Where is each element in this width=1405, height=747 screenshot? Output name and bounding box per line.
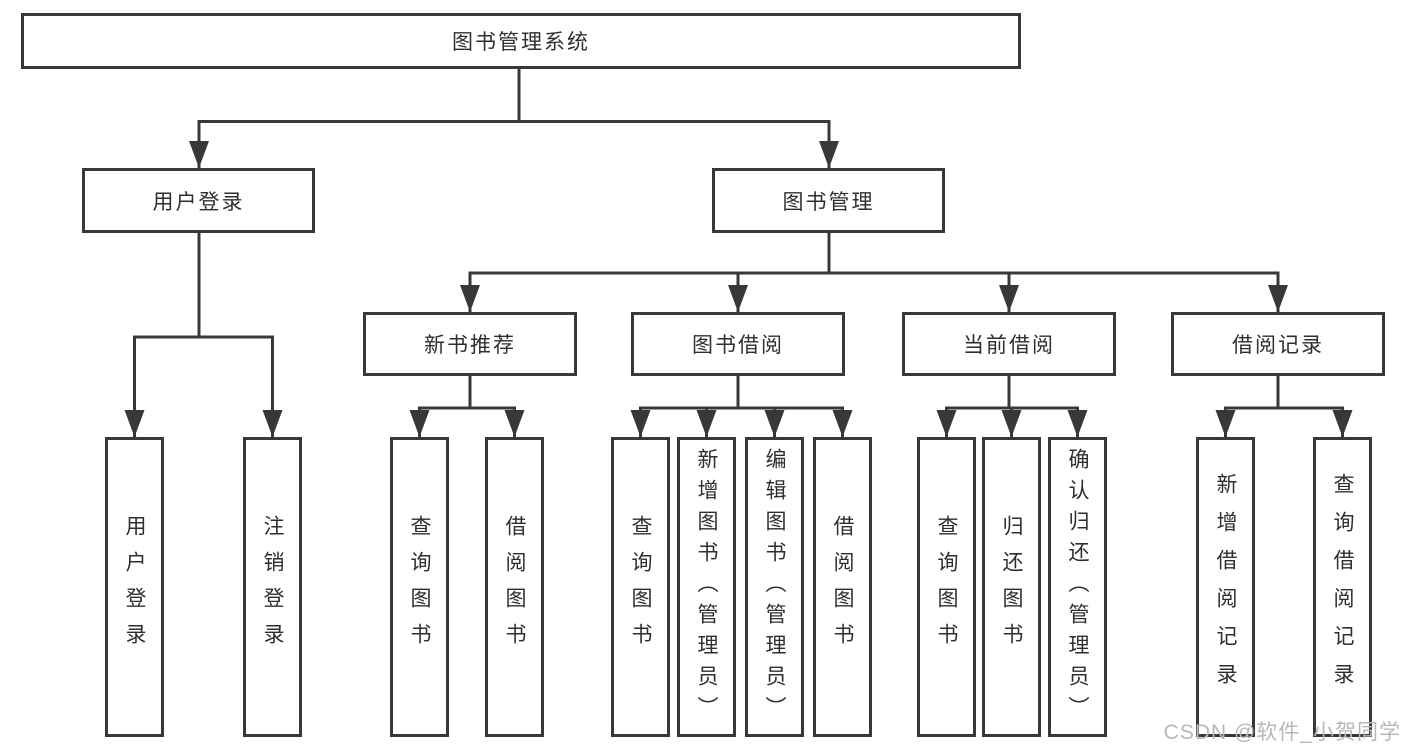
- node-book-management-label: 图书管理: [782, 190, 875, 214]
- leaf-recommend-query-books-label: 查询图书: [408, 515, 431, 659]
- node-root: 图书管理系统: [21, 13, 1021, 69]
- leaf-confirm-return-admin: 确认归还（管理员）: [1048, 437, 1107, 737]
- leaf-edit-book-admin: 编辑图书（管理员）: [745, 437, 804, 737]
- leaf-add-borrow-record-label: 新增借阅记录: [1214, 473, 1237, 701]
- leaf-user-login-label: 用户登录: [123, 515, 146, 659]
- leaf-recommend-query-books: 查询图书: [390, 437, 449, 737]
- leaf-borrow-borrow-books-label: 借阅图书: [831, 515, 854, 659]
- leaf-logout-label: 注销登录: [261, 515, 284, 659]
- leaf-query-borrow-record-label: 查询借阅记录: [1331, 473, 1354, 701]
- node-new-book-recommend: 新书推荐: [363, 312, 577, 376]
- leaf-borrow-borrow-books: 借阅图书: [813, 437, 872, 737]
- node-user-login: 用户登录: [82, 168, 315, 233]
- connector-path: [133, 69, 1344, 437]
- leaf-current-query-books-label: 查询图书: [935, 515, 958, 659]
- node-borrow-records: 借阅记录: [1171, 312, 1385, 376]
- leaf-confirm-return-admin-label: 确认归还（管理员）: [1066, 447, 1089, 727]
- node-root-label: 图书管理系统: [452, 31, 590, 54]
- leaf-recommend-borrow-books-label: 借阅图书: [503, 515, 526, 659]
- node-book-borrow: 图书借阅: [631, 312, 845, 376]
- node-book-borrow-label: 图书借阅: [692, 334, 784, 357]
- leaf-user-login: 用户登录: [105, 437, 164, 737]
- node-current-borrow-label: 当前借阅: [963, 334, 1055, 357]
- node-borrow-records-label: 借阅记录: [1232, 334, 1324, 357]
- leaf-logout: 注销登录: [243, 437, 302, 737]
- node-current-borrow: 当前借阅: [902, 312, 1116, 376]
- leaf-borrow-query-books: 查询图书: [611, 437, 670, 737]
- leaf-current-query-books: 查询图书: [917, 437, 976, 737]
- leaf-return-book: 归还图书: [982, 437, 1041, 737]
- node-new-book-recommend-label: 新书推荐: [424, 334, 516, 357]
- node-book-management: 图书管理: [712, 168, 945, 233]
- leaf-add-book-admin: 新增图书（管理员）: [677, 437, 736, 737]
- leaf-add-book-admin-label: 新增图书（管理员）: [695, 447, 718, 727]
- leaf-add-borrow-record: 新增借阅记录: [1196, 437, 1255, 737]
- arrowheads: [124, 141, 1353, 437]
- watermark-text: CSDN @软件_小贺同学: [1163, 721, 1401, 744]
- node-user-login-label: 用户登录: [152, 190, 245, 214]
- leaf-borrow-query-books-label: 查询图书: [629, 515, 652, 659]
- leaf-edit-book-admin-label: 编辑图书（管理员）: [763, 447, 786, 727]
- leaf-recommend-borrow-books: 借阅图书: [485, 437, 544, 737]
- leaf-query-borrow-record: 查询借阅记录: [1313, 437, 1372, 737]
- leaf-return-book-label: 归还图书: [1000, 515, 1023, 659]
